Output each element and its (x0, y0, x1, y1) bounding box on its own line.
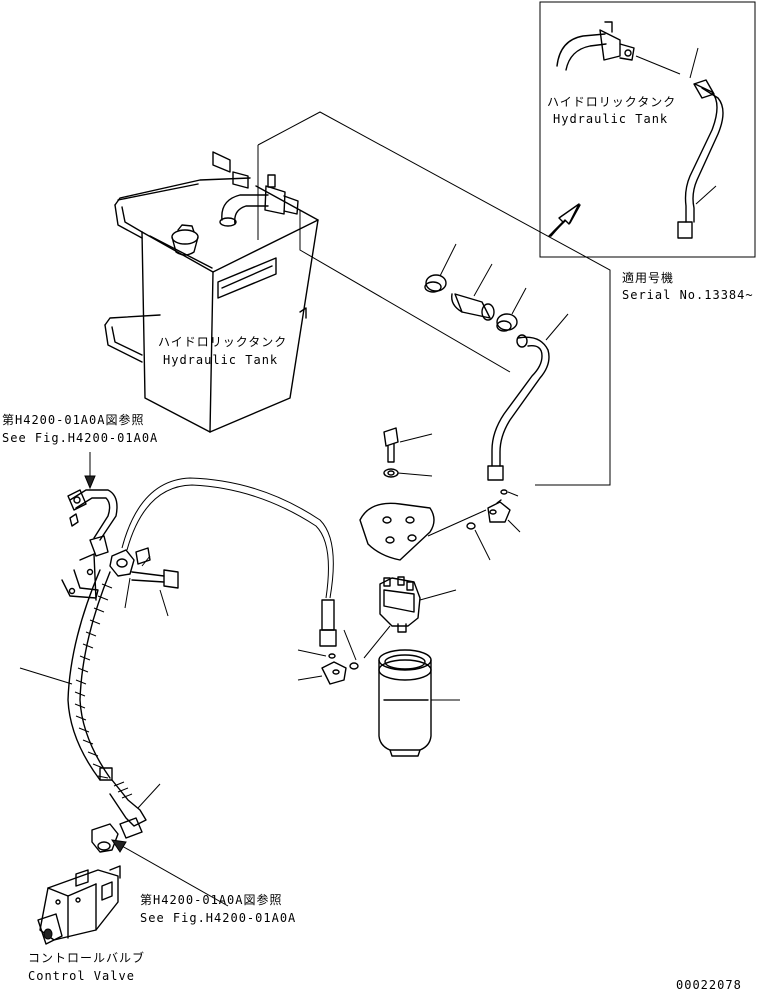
detail-region-outline (257, 111, 611, 486)
control-valve (37, 865, 121, 945)
hose-fitting-middle (109, 547, 151, 609)
serial-label-en: Serial No.13384~ (622, 288, 754, 302)
washer (383, 468, 433, 478)
inset-pipe (677, 47, 724, 239)
inset-detail-frame (539, 1, 756, 258)
return-pipe (487, 313, 569, 481)
pressure-line-upper (67, 452, 118, 557)
hose-bracket (61, 553, 99, 601)
spiral-guard-hose (19, 569, 113, 781)
filter-head (363, 576, 457, 659)
arrow-up-right-icon (548, 203, 581, 237)
ref-label-top-en: See Fig.H4200-01A0A (2, 431, 158, 445)
valve-label-en: Control Valve (28, 969, 135, 983)
pilot-hose (121, 477, 337, 647)
tank-label-en: Hydraulic Tank (163, 353, 278, 367)
filter-mount-plate (359, 502, 487, 561)
hose-clamp-2 (496, 287, 527, 332)
inset-tank-label-en: Hydraulic Tank (553, 112, 668, 126)
inset-tank-fitting (556, 21, 681, 75)
hydraulic-tank (104, 151, 319, 433)
rubber-hose (451, 263, 495, 321)
filter-element (378, 649, 460, 757)
o-ring-small (466, 489, 519, 561)
drawing-number: 00022078 (676, 978, 742, 992)
ref-label-bottom-jp: 第H4200-01A0A図参照 (140, 892, 282, 907)
elbow-fitting-right (487, 499, 521, 533)
adapter-fitting-lower (91, 817, 143, 853)
ref-label-top-jp: 第H4200-01A0A図参照 (2, 412, 144, 427)
hose-clamp-1 (424, 243, 457, 293)
valve-label-jp: コントロールバルブ (28, 950, 145, 965)
tank-label-jp: ハイドロリックタンク (158, 335, 287, 349)
ref-label-bottom-en: See Fig.H4200-01A0A (140, 911, 296, 925)
arrow-up-left-icon (110, 839, 229, 907)
elbow-fitting-middle (297, 629, 359, 685)
serial-label-jp: 適用号機 (622, 270, 674, 285)
mounting-bolt (383, 427, 433, 463)
bolt-middle (131, 569, 179, 617)
arrow-down-icon (84, 475, 96, 490)
hose-end-fitting-lower (109, 779, 161, 827)
inset-tank-label-jp: ハイドロリックタンク (547, 95, 676, 109)
